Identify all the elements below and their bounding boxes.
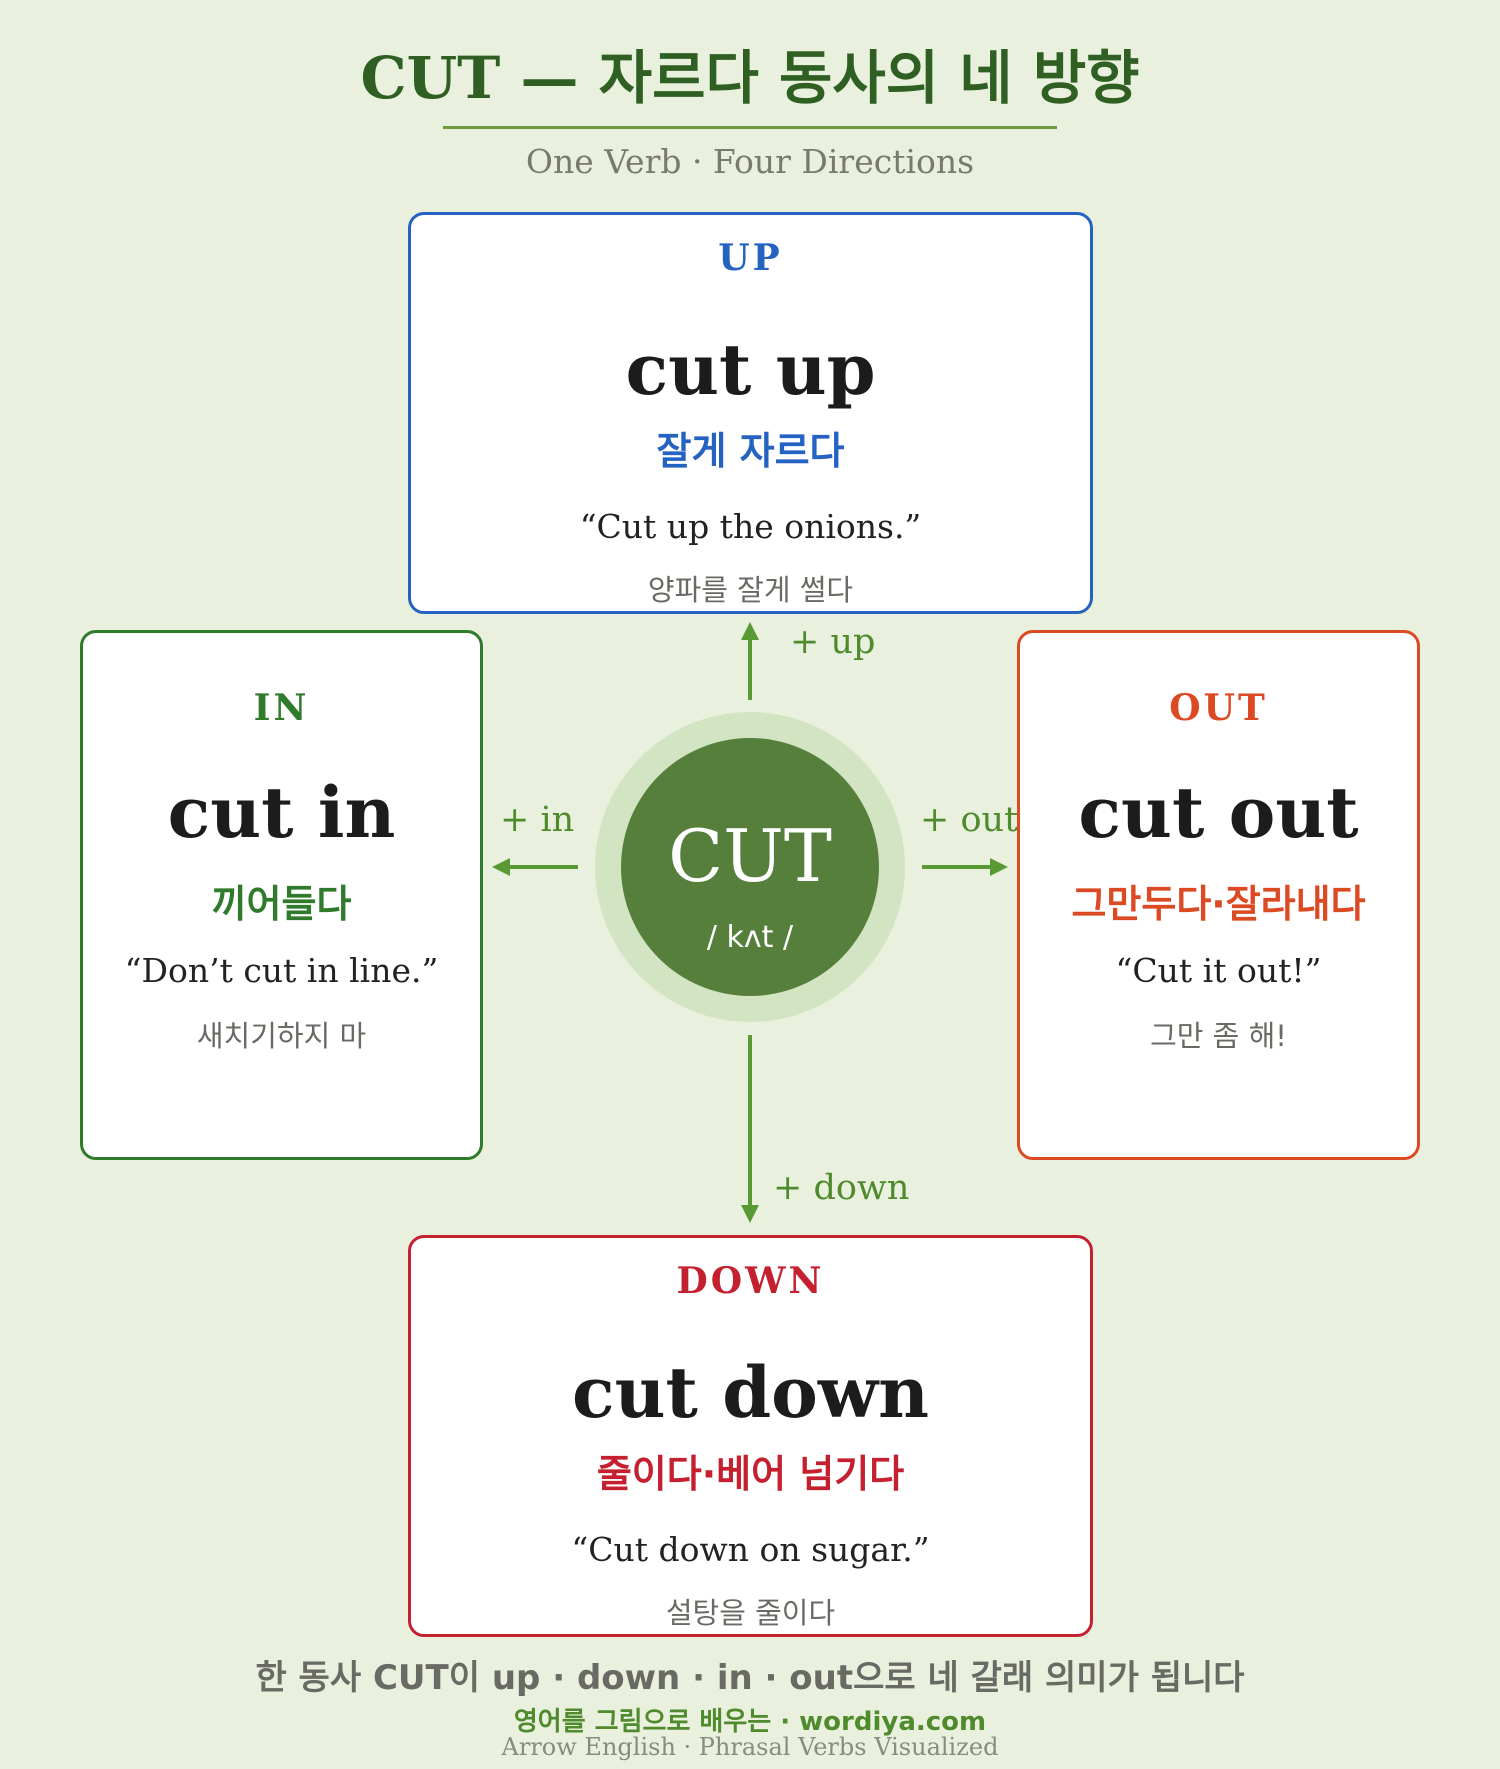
card-example: “Cut up the onions.” [579,507,922,546]
arrow-label-up: + up [790,622,876,662]
card-example: “Cut down on sugar.” [571,1530,930,1569]
card-direction-label: IN [253,687,310,729]
card-example-translation: 새치기하지 마 [196,1019,367,1053]
center-word: CUT [668,814,832,898]
arrow-label-down: + down [773,1168,910,1208]
card-phrase: cut down [571,1351,929,1434]
card-up: UP cut up 잘게 자르다 “Cut up the onions.” 양파… [408,212,1093,614]
card-meaning: 그만두다·잘라내다 [1071,882,1366,926]
page-subtitle: One Verb · Four Directions [525,142,975,181]
card-direction-label: DOWN [676,1260,825,1302]
card-direction-label: UP [718,237,783,279]
center-pronunciation: / kʌt / [706,920,794,955]
card-meaning: 끼어들다 [211,882,352,926]
card-example: “Cut it out!” [1115,951,1322,990]
footer-summary: 한 동사 CUT이 up · down · in · out으로 네 갈래 의미… [255,1658,1245,1698]
card-meaning: 줄이다·베어 넘기다 [596,1452,905,1496]
arrow-label-in: + in [500,800,575,840]
center-circle: CUT / kʌt / [621,738,879,996]
title-underline [443,126,1057,129]
page-title: CUT — 자르다 동사의 네 방향 [360,44,1140,112]
card-example-translation: 그만 좀 해! [1150,1019,1287,1053]
card-example: “Don’t cut in line.” [124,951,439,990]
card-out: OUT cut out 그만두다·잘라내다 “Cut it out!” 그만 좀… [1017,630,1420,1160]
card-phrase: cut out [1078,771,1359,854]
arrow-up-head [741,622,759,640]
card-phrase: cut in [167,771,396,854]
arrow-out-head [990,858,1008,876]
card-down: DOWN cut down 줄이다·베어 넘기다 “Cut down on su… [408,1235,1093,1637]
card-phrase: cut up [625,328,876,411]
card-example-translation: 양파를 잘게 썰다 [647,573,854,607]
card-in: IN cut in 끼어들다 “Don’t cut in line.” 새치기하… [80,630,483,1160]
footer-brand: 영어를 그림으로 배우는 · wordiya.com [513,1707,987,1737]
arrow-in-head [492,858,510,876]
card-direction-label: OUT [1169,687,1268,729]
arrow-down-head [741,1205,759,1223]
arrow-label-out: + out [920,800,1019,840]
footer-tagline: Arrow English · Phrasal Verbs Visualized [501,1733,999,1761]
card-example-translation: 설탕을 줄이다 [665,1596,836,1630]
card-meaning: 잘게 자르다 [656,429,845,473]
